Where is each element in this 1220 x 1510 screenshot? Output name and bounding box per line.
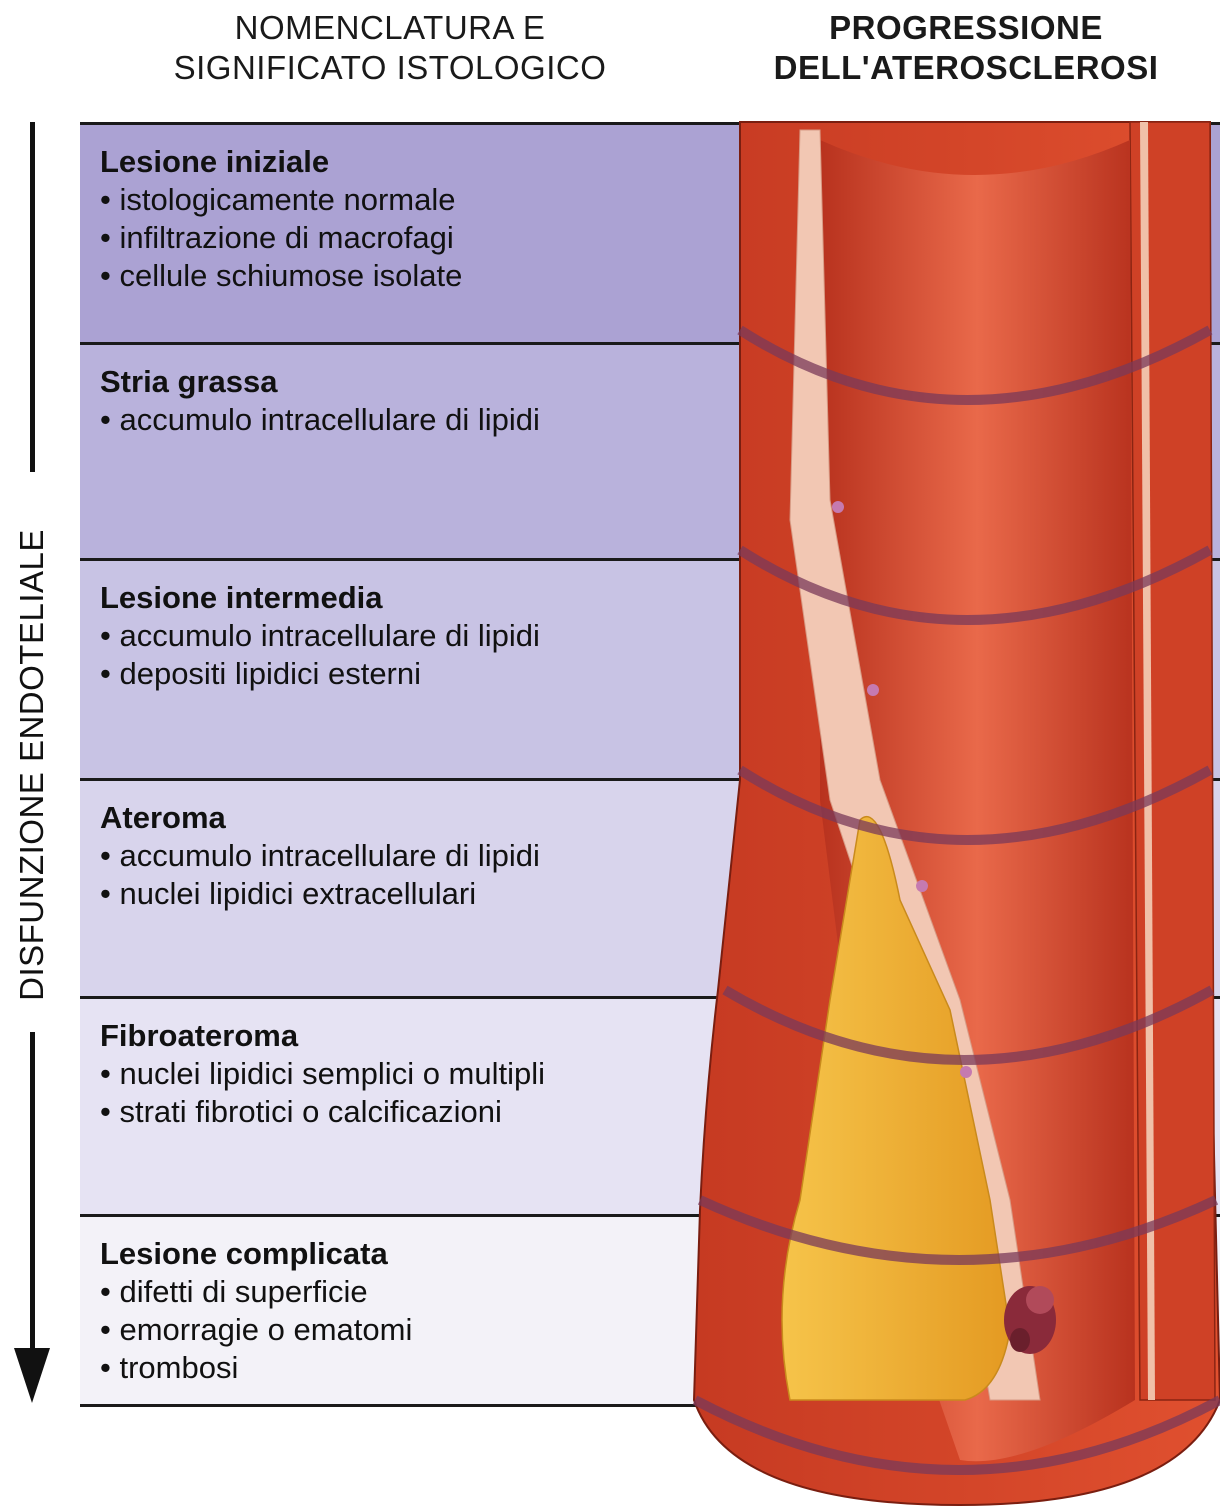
thrombus	[1004, 1286, 1056, 1354]
